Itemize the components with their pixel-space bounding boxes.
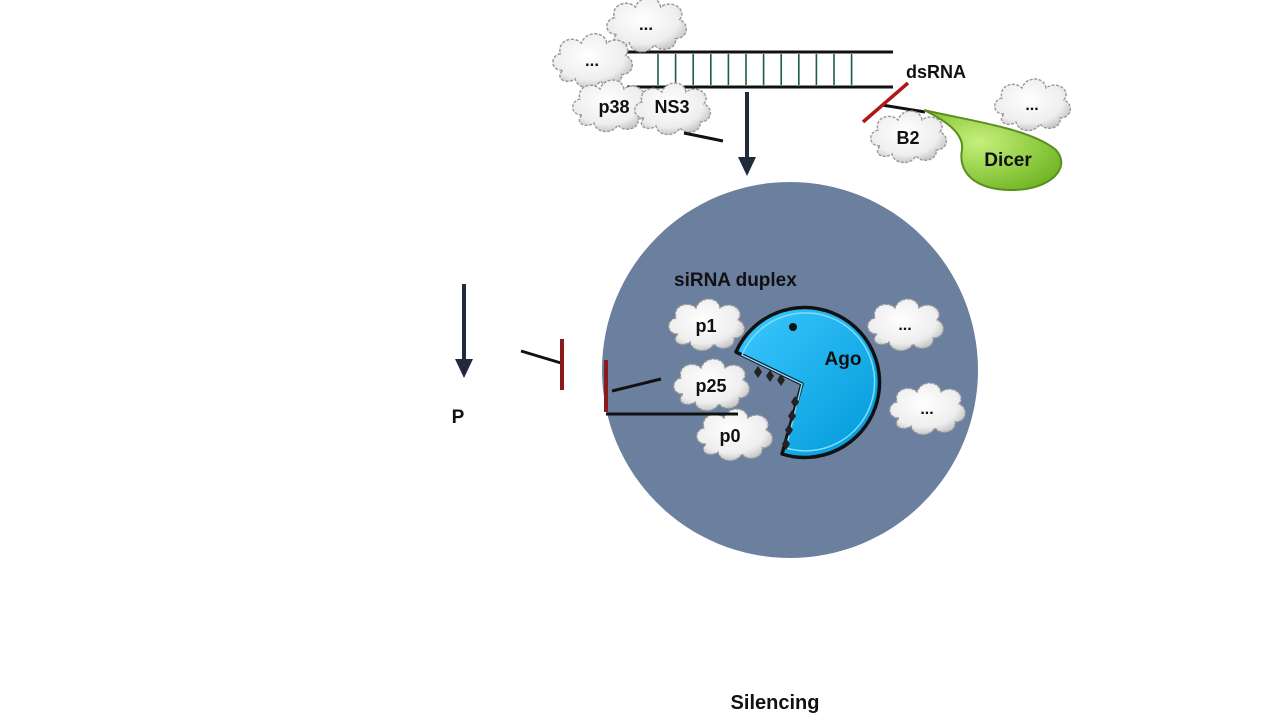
ago-protein: Ago [734,305,882,460]
dsrna-molecule [627,50,893,89]
suppressor-cloud-ns3: NS3 [634,82,712,136]
p25-label: p25 [695,376,726,396]
dicer-enzyme: Dicer [923,109,1063,192]
suppressor-cloud-p1: p1 [668,298,746,352]
b2-label: B2 [896,128,919,148]
suppressor-cloud-b2: B2 [870,110,948,164]
dsrna-label: dsRNA [906,62,966,82]
silencing-label: Silencing [731,692,820,714]
ns3-inhibition-line [683,131,724,143]
dicer-label: Dicer [984,150,1032,171]
left-inhibition [520,339,564,390]
p-arrow [455,284,473,378]
ellipsis-label: ... [898,317,911,334]
p1-label: p1 [695,316,716,336]
p0-label: p0 [719,426,740,446]
p38-label: p38 [598,97,629,117]
suppressor-cloud-right-1: ... [867,298,945,352]
suppressor-cloud-right-2: ... [889,382,967,436]
ellipsis-label: ... [639,15,653,34]
suppressor-cloud-p0: p0 [696,408,774,462]
ago-label: Ago [825,349,862,370]
ns3-label: NS3 [654,97,689,117]
processing-arrow [738,92,756,176]
b2-inhibition [861,81,926,124]
ago-eye [789,323,797,331]
ago-teeth [754,366,799,450]
suppressor-cloud-top-1: ... [606,0,688,53]
suppressor-cloud-top-2: ... [552,32,634,89]
suppressor-cloud-p38: p38 [572,79,650,133]
suppressor-cloud-top-right: ... [994,78,1072,132]
ellipsis-label: ... [585,51,599,70]
p-label: P [452,407,465,428]
sirna-duplex-label: siRNA duplex [674,270,797,291]
p25-p0-inhibition [604,360,738,416]
ellipsis-label: ... [1025,97,1038,114]
suppressor-cloud-p25: p25 [673,358,751,412]
ellipsis-label: ... [920,401,933,418]
dsrna-base-pairs [657,54,853,85]
